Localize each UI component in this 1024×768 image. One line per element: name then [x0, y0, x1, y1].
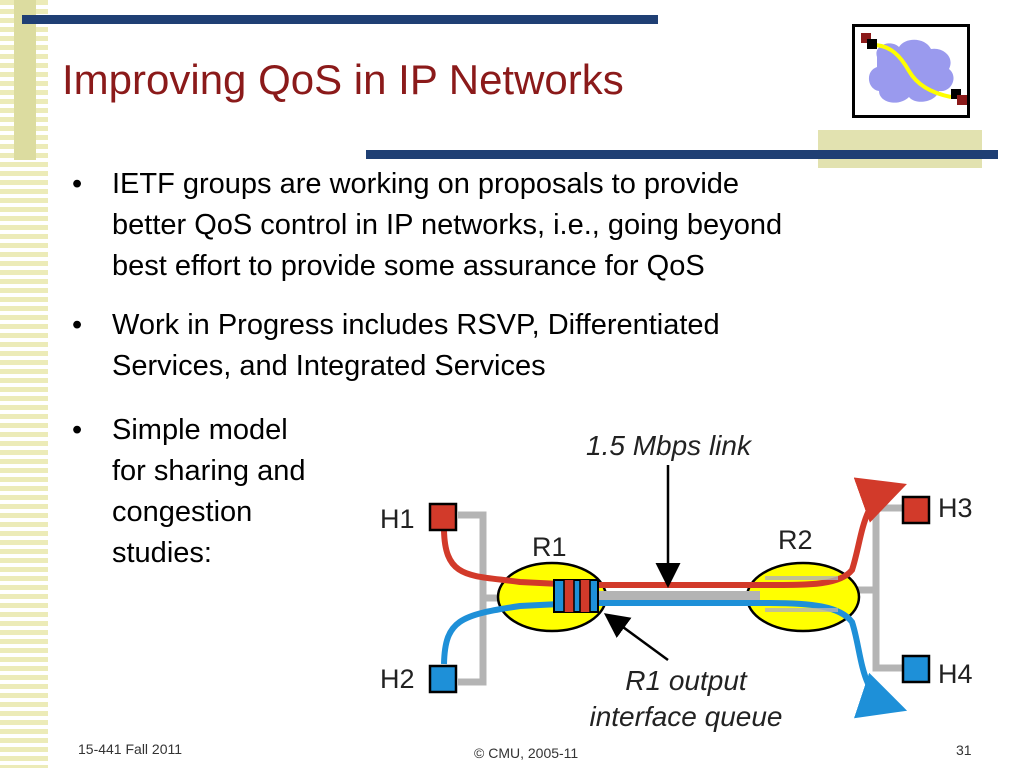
title-bottom-rule	[366, 150, 998, 159]
blue-flow	[441, 600, 908, 719]
link-label: 1.5 Mbps link	[586, 430, 753, 461]
router-r2	[745, 561, 861, 633]
bullet-marker: •	[72, 414, 83, 446]
r1-label: R1	[532, 532, 567, 562]
bullet-item: • Work in Progress includes RSVP, Differ…	[72, 305, 932, 387]
queue-label-arrow	[603, 613, 669, 662]
bullet-text: IETF groups are working on proposals to …	[112, 168, 783, 282]
footer-page-number: 31	[956, 742, 972, 758]
bullet-item: • IETF groups are working on proposals t…	[72, 164, 932, 287]
r2-label: R2	[778, 525, 813, 555]
output-queue	[553, 579, 599, 613]
bullet-marker: •	[72, 309, 83, 341]
queue-label-line1: R1 output	[625, 665, 748, 696]
footer-course: 15-441 Fall 2011	[78, 741, 183, 757]
host-h1	[428, 502, 458, 532]
host-h3	[901, 495, 931, 525]
host-h4	[901, 654, 931, 684]
bullet-text: Simple model for sharing and congestion …	[112, 414, 306, 569]
h3-label: H3	[938, 493, 973, 523]
left-rail-decoration	[14, 0, 36, 160]
network-cloud-icon	[852, 24, 970, 118]
footer-copyright: © CMU, 2005-11	[474, 745, 579, 761]
title-top-rule	[22, 15, 658, 24]
bullet-marker: •	[72, 168, 83, 200]
red-flow	[441, 477, 907, 588]
h1-label: H1	[380, 504, 415, 534]
queue-label-line2: interface queue	[589, 701, 782, 732]
host-h2	[428, 664, 458, 694]
h2-label: H2	[380, 664, 415, 694]
tan-accent-block	[818, 130, 982, 168]
slide-title: Improving QoS in IP Networks	[62, 56, 624, 103]
h4-label: H4	[938, 659, 973, 689]
bullet-text: Work in Progress includes RSVP, Differen…	[112, 309, 720, 382]
network-diagram: 1.5 Mbps link H1 H2 H3 H4 R1 R2 R1 outpu…	[380, 430, 973, 732]
bullet-item: • Simple model for sharing and congestio…	[72, 410, 372, 574]
